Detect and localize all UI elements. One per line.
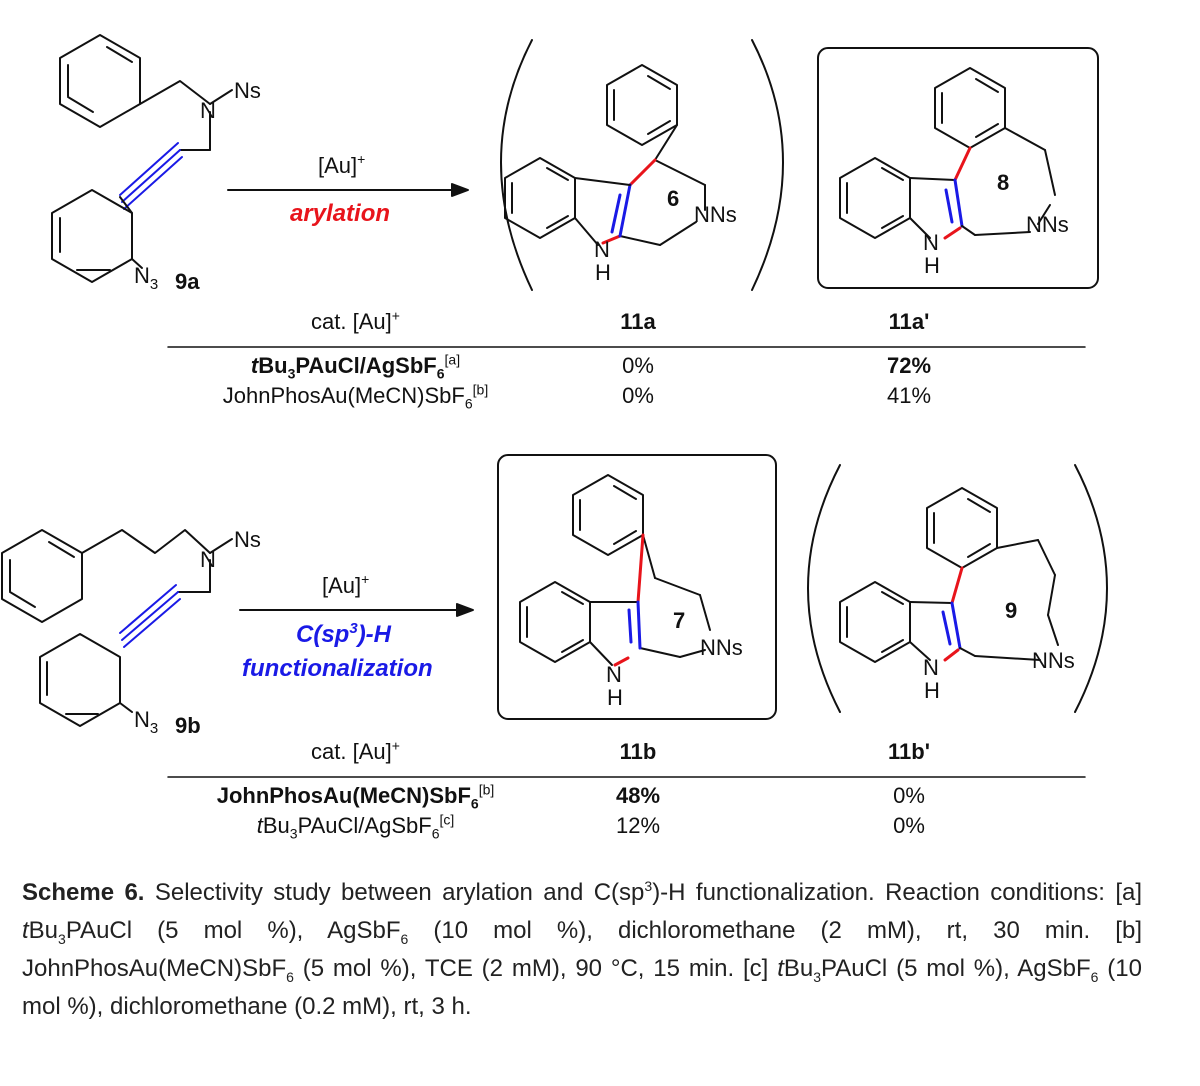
header-11a-prime: 11a' <box>888 309 930 334</box>
substrate-label-9a: 9a <box>175 269 200 294</box>
header-11b-prime: 11b' <box>888 739 930 764</box>
ring-size-9: 9 <box>1005 598 1017 623</box>
table-header-row: cat. [Au]+ 11a 11a' <box>168 307 1085 343</box>
atom-h-11a: H <box>595 260 611 285</box>
blue-bond-11a-prime <box>944 178 964 228</box>
atom-n3-9a: N3 <box>134 263 158 293</box>
results-table-bottom: cat. [Au]+ 11b 11b' JohnPhosAu(MeCN)SbF6… <box>168 737 1085 841</box>
header-catalyst: cat. [Au]+ <box>311 307 400 334</box>
row-yield-11a: 0% <box>622 383 654 408</box>
red-bonds-11b-prime <box>943 566 964 662</box>
table-header-row: cat. [Au]+ 11b 11b' <box>168 737 1085 773</box>
substrate-label-9b: 9b <box>175 713 201 738</box>
table-row: JohnPhosAu(MeCN)SbF6[b] 48% 0% <box>168 773 1085 811</box>
reagent-bottom: [Au]+ <box>322 571 369 598</box>
table-row: JohnPhosAu(MeCN)SbF6[b] 0% 41% <box>168 381 1085 411</box>
azidophenyl-9a <box>51 189 143 283</box>
row-yield-11a: 0% <box>622 353 654 378</box>
table-row: tBu3PAuCl/AgSbF6[c] 12% 0% <box>168 811 1085 841</box>
reaction-label-arylation: arylation <box>290 200 390 227</box>
row-yield-11b: 12% <box>615 813 661 838</box>
azidophenyl-9b <box>39 633 133 727</box>
atom-ns-9a: Ns <box>234 78 261 103</box>
alkyne-9a <box>119 142 183 210</box>
atom-n-11a: N <box>594 237 610 262</box>
product-11a-structure <box>504 64 706 246</box>
atom-n-11b: N <box>606 662 622 687</box>
header-11a: 11a <box>620 309 656 334</box>
alkyne-9b <box>119 584 181 648</box>
atom-nns-11a: NNs <box>694 202 737 227</box>
substrate-9a-structure <box>59 34 233 151</box>
row-catalyst: tBu3PAuCl/AgSbF6[c] <box>256 811 455 842</box>
results-table-top: cat. [Au]+ 11a 11a' tBu3PAuCl/AgSbF6[a] … <box>168 307 1085 411</box>
ring-size-7: 7 <box>673 608 685 633</box>
blue-bond-11b-prime <box>941 601 962 650</box>
ring-size-6: 6 <box>667 186 679 211</box>
row-yield-11a-prime: 72% <box>886 353 932 378</box>
reagent-top: [Au]+ <box>318 151 365 178</box>
atom-h-11b-prime: H <box>924 678 940 703</box>
reaction-label-functionalization: functionalization <box>242 655 433 682</box>
blue-bond-11a <box>610 183 632 238</box>
reaction-scheme: N Ns N3 9a [Au]+ arylation 6 NNs N H 8 N… <box>1 34 1108 778</box>
atom-nns-11b-prime: NNs <box>1032 648 1075 673</box>
table-row: tBu3PAuCl/AgSbF6[a] 0% 72% <box>168 343 1085 381</box>
red-bonds-11a <box>601 158 657 245</box>
atom-n-9a: N <box>200 98 216 123</box>
row-catalyst: tBu3PAuCl/AgSbF6[a] <box>250 351 461 382</box>
header-catalyst: cat. [Au]+ <box>311 737 400 764</box>
atom-n-9b: N <box>200 547 216 572</box>
red-bonds-11a-prime <box>943 146 972 240</box>
atom-n-11a-prime: N <box>923 230 939 255</box>
row-yield-11b-prime: 0% <box>893 813 925 838</box>
caption-label: Scheme 6. <box>22 879 145 906</box>
atom-nns-11a-prime: NNs <box>1026 212 1069 237</box>
header-11b: 11b <box>619 739 657 764</box>
product-11b-structure <box>519 474 711 666</box>
row-yield-11a-prime: 41% <box>886 383 932 408</box>
atom-nns-11b: NNs <box>700 635 743 660</box>
atom-h-11a-prime: H <box>924 253 940 278</box>
row-catalyst: JohnPhosAu(MeCN)SbF6[b] <box>222 381 489 412</box>
scheme-caption: Scheme 6. Selectivity study between aryl… <box>22 878 1143 1020</box>
atom-n-11b-prime: N <box>923 655 939 680</box>
product-11a-prime-structure <box>839 67 1056 239</box>
row-yield-11b: 48% <box>615 783 661 808</box>
ring-size-8: 8 <box>997 170 1009 195</box>
reaction-label-csp3: C(sp3)-H <box>296 620 392 648</box>
row-yield-11b-prime: 0% <box>893 783 925 808</box>
blue-bond-11b <box>627 600 642 650</box>
substrate-9b-structure <box>1 529 233 623</box>
atom-ns-9b: Ns <box>234 527 261 552</box>
row-catalyst: JohnPhosAu(MeCN)SbF6[b] <box>216 781 495 812</box>
red-bonds-11b <box>613 533 645 667</box>
atom-n3-9b: N3 <box>134 707 158 737</box>
atom-h-11b: H <box>607 685 623 710</box>
